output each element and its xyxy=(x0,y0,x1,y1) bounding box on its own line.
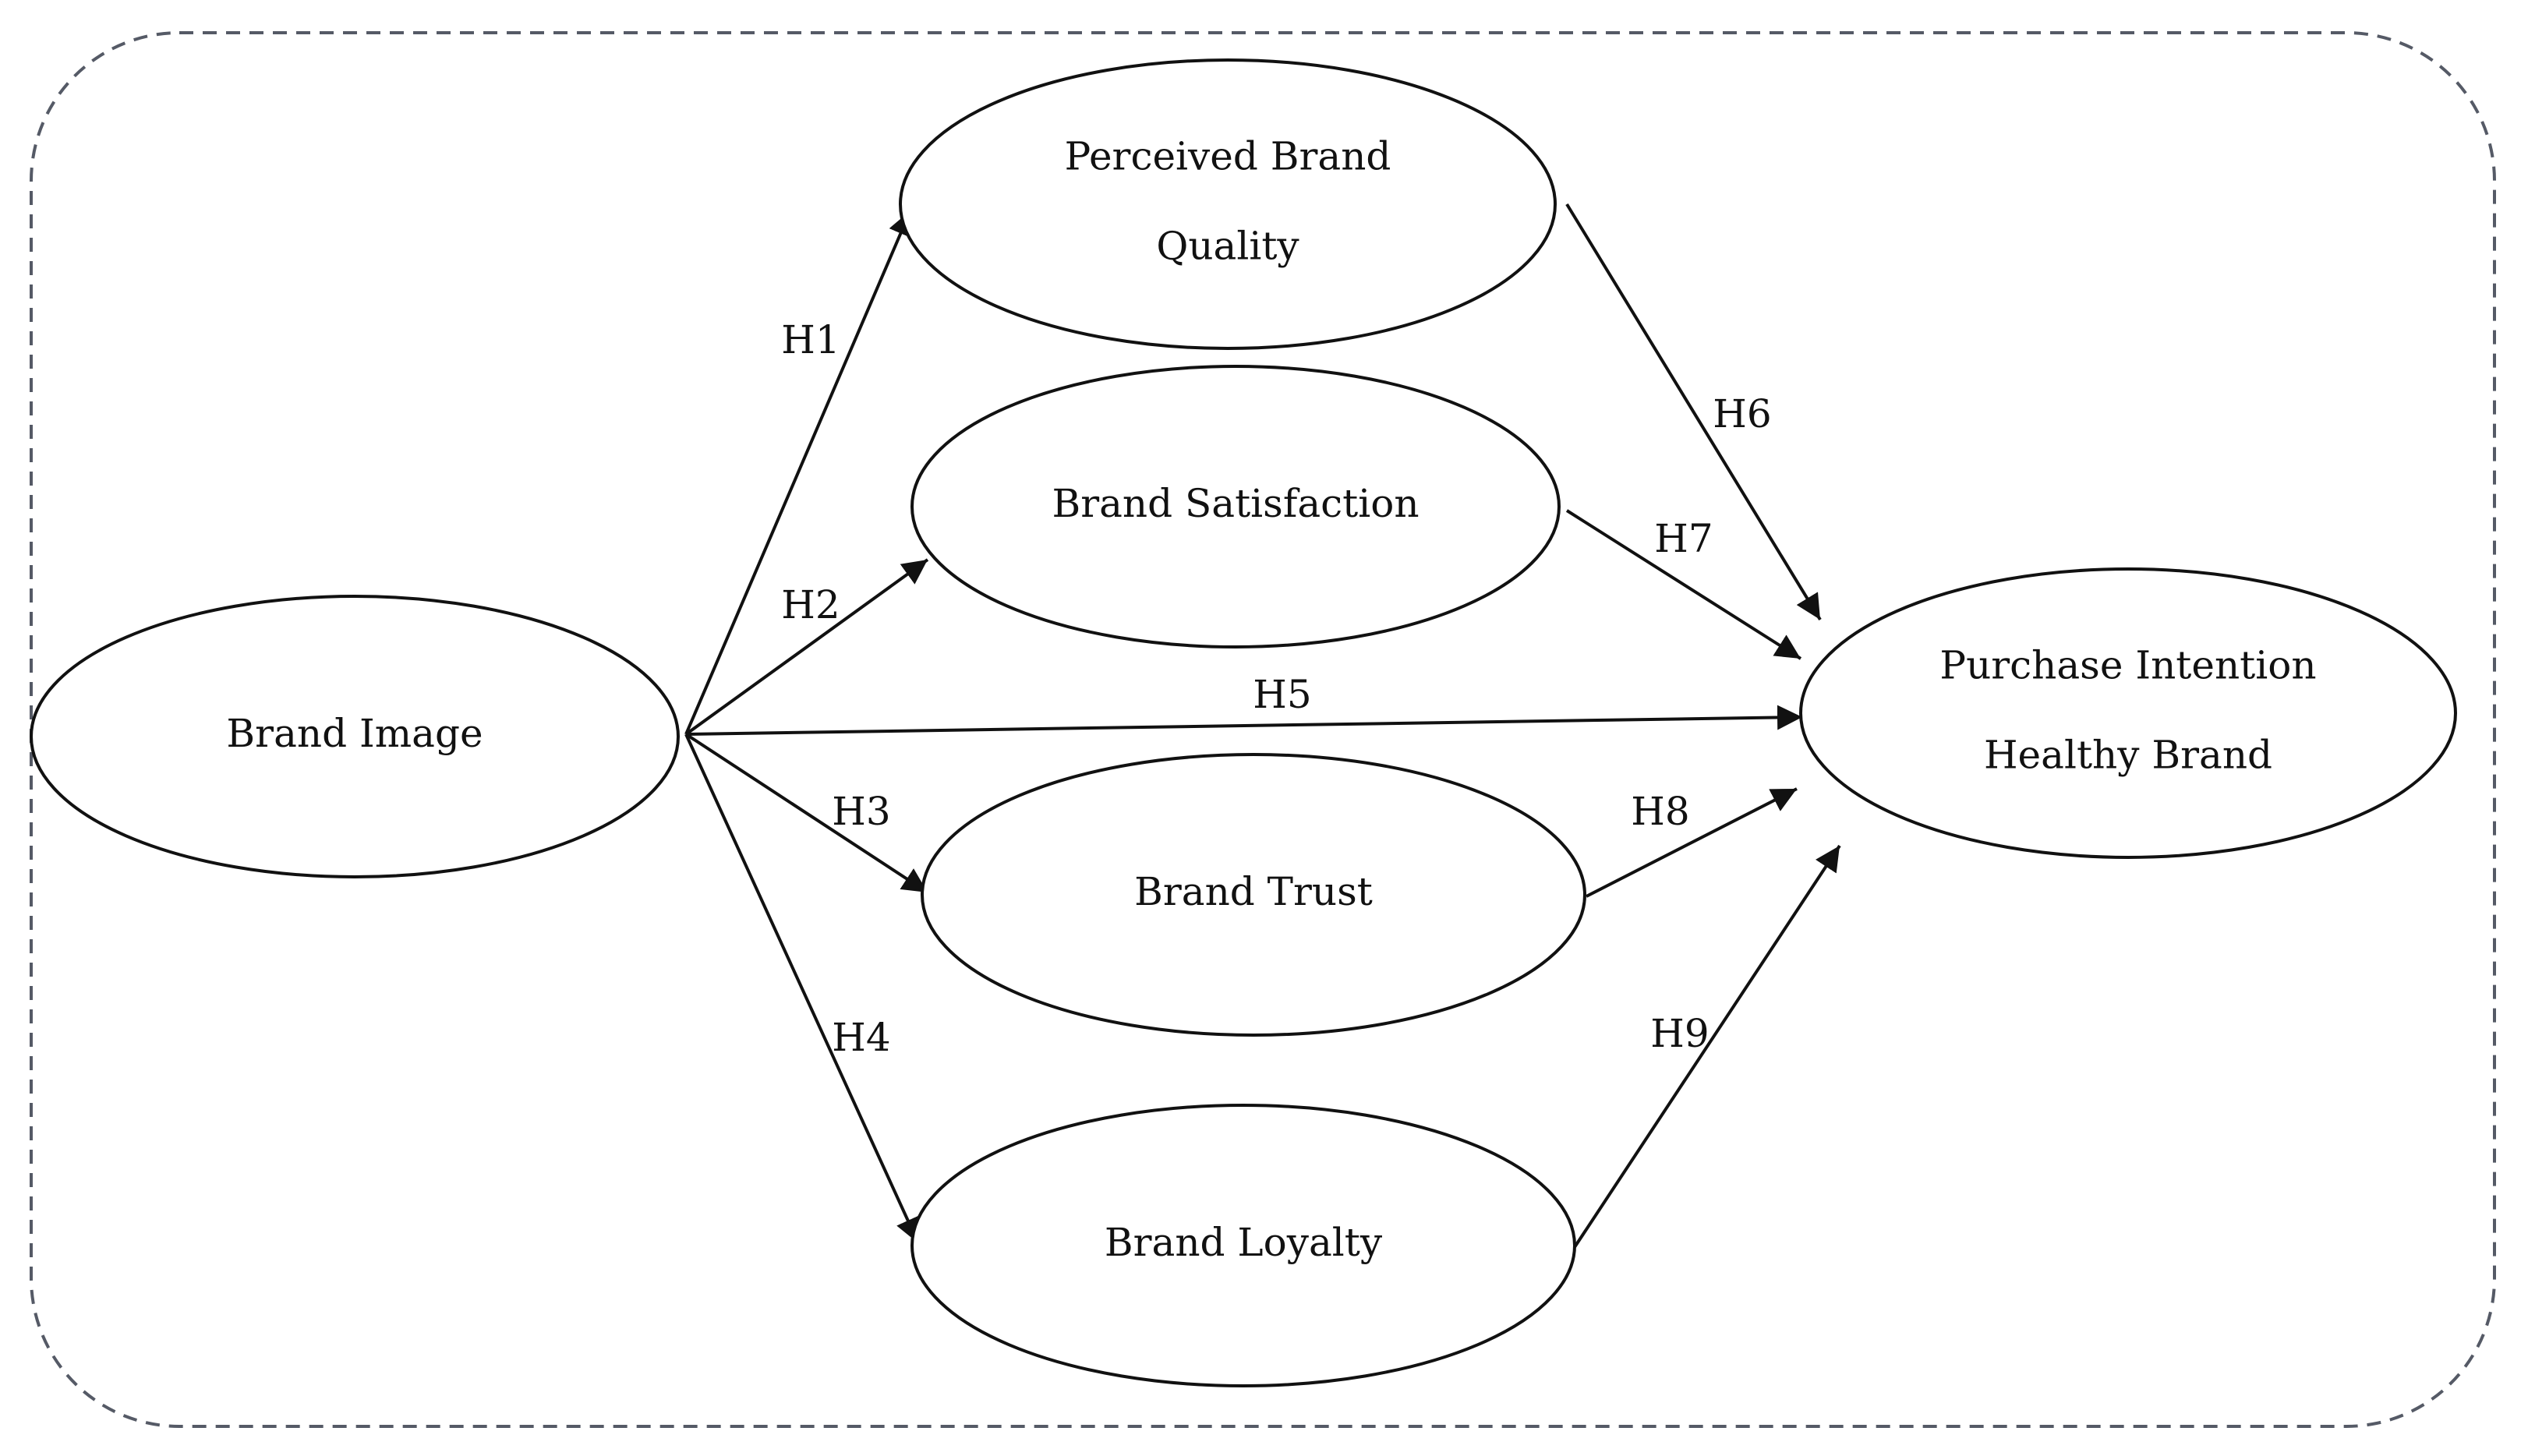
node-ellipse-perceived-quality xyxy=(899,58,1557,350)
node-label-purchase-intention-line-2: Healthy Brand xyxy=(1984,733,2272,778)
edge-label-h4: H4 xyxy=(832,1015,890,1060)
node-loyalty: Brand Loyalty xyxy=(910,1104,1576,1387)
node-satisfaction: Brand Satisfaction xyxy=(910,365,1561,648)
edge-label-h7: H7 xyxy=(1654,516,1713,561)
edge-arrow-h6 xyxy=(1565,203,1822,621)
edge-arrow-h1 xyxy=(684,210,913,735)
node-label-brand-image-line-1: Brand Image xyxy=(226,711,483,756)
edge-label-h2: H2 xyxy=(781,582,840,627)
node-ellipse-brand-image xyxy=(30,595,680,878)
node-label-purchase-intention-line-1: Purchase Intention xyxy=(1939,643,2316,688)
edge-arrow-h2 xyxy=(684,558,929,736)
node-ellipse-purchase-intention xyxy=(1799,567,2457,859)
edge-label-h6: H6 xyxy=(1713,391,1771,436)
node-label-satisfaction-line-1: Brand Satisfaction xyxy=(1052,481,1419,526)
edge-label-h1: H1 xyxy=(781,317,840,362)
node-label-loyalty-line-1: Brand Loyalty xyxy=(1105,1220,1383,1265)
node-ellipse-loyalty xyxy=(910,1104,1576,1387)
edge-arrow-h4 xyxy=(684,733,920,1244)
edge-label-h8: H8 xyxy=(1631,789,1689,834)
node-label-perceived-quality-line-1: Perceived Brand xyxy=(1065,134,1391,179)
node-trust: Brand Trust xyxy=(921,753,1586,1037)
node-ellipse-satisfaction xyxy=(910,365,1561,648)
node-ellipse-trust xyxy=(921,753,1586,1037)
edge-arrow-h7 xyxy=(1565,509,1802,660)
edge-label-h5: H5 xyxy=(1253,672,1311,717)
edge-arrow-h9 xyxy=(1573,844,1841,1249)
edge-label-h9: H9 xyxy=(1650,1011,1709,1056)
edge-arrow-h5 xyxy=(685,705,1803,736)
node-brand-image: Brand Image xyxy=(30,595,680,878)
edge-arrow-h8 xyxy=(1586,787,1798,898)
edge-arrow-h3 xyxy=(684,733,929,894)
node-label-trust-line-1: Brand Trust xyxy=(1134,869,1373,914)
edge-label-h3: H3 xyxy=(832,789,890,834)
node-label-perceived-quality-line-2: Quality xyxy=(1156,224,1299,269)
